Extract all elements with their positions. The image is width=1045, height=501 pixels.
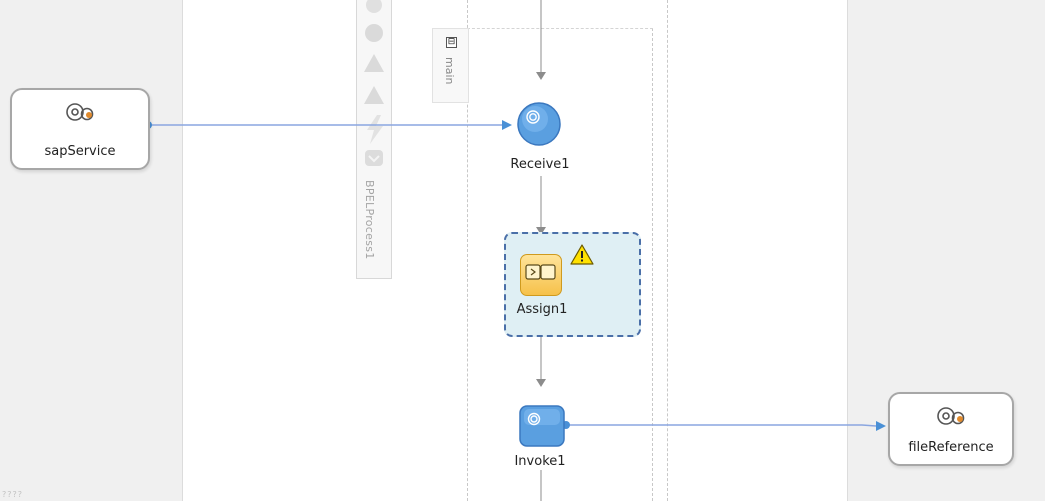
toolbar-icons — [364, 0, 384, 166]
bpel-activity-toolbar: BPELProcess1 — [356, 0, 392, 279]
gear-icon — [66, 103, 94, 121]
main-scope-header[interactable]: ⊟ main — [432, 28, 469, 103]
toolbar-partner-icon — [365, 150, 383, 166]
fileReference-label: fileReference — [908, 440, 994, 455]
process-boundary-right — [667, 0, 668, 501]
sapService-partner-link[interactable]: sapService — [10, 88, 150, 170]
flow-arrow-heads — [536, 72, 546, 387]
assign-activity[interactable]: Assign1 — [504, 232, 641, 337]
sapService-label: sapService — [44, 144, 116, 159]
fileReference-partner-link[interactable]: fileReference — [888, 392, 1014, 466]
assign-icon — [520, 254, 562, 296]
toolbar-lightning-icon — [367, 115, 383, 144]
invoke-activity-label[interactable]: Invoke1 — [514, 454, 566, 469]
toolbar-flow-icon — [364, 86, 384, 104]
scope-boundary-top — [467, 28, 653, 29]
invoke-gear-icon — [527, 412, 541, 426]
wire-arrow-fileReference — [876, 421, 886, 431]
exposed-services-lane — [0, 0, 183, 501]
process-name-label: BPELProcess1 — [363, 180, 376, 260]
wire-arrow-receive — [502, 120, 512, 130]
receive-activity-label[interactable]: Receive1 — [510, 157, 570, 172]
scope-label: main — [443, 57, 456, 85]
status-text: ???? — [2, 490, 23, 499]
toolbar-receive-icon — [366, 0, 382, 13]
collapse-scope-toggle[interactable]: ⊟ — [446, 37, 457, 48]
receive-gear-icon — [526, 110, 540, 124]
wire-invoke-to-fileReference — [568, 424, 877, 427]
process-boundary-left — [467, 0, 468, 501]
scope-boundary-right — [652, 28, 653, 501]
warning-icon[interactable] — [570, 244, 594, 265]
toolbar-scope-icon — [365, 24, 383, 42]
gear-icon — [937, 407, 965, 425]
assign-activity-label: Assign1 — [516, 302, 568, 317]
toolbar-triangle-icon — [364, 54, 384, 72]
